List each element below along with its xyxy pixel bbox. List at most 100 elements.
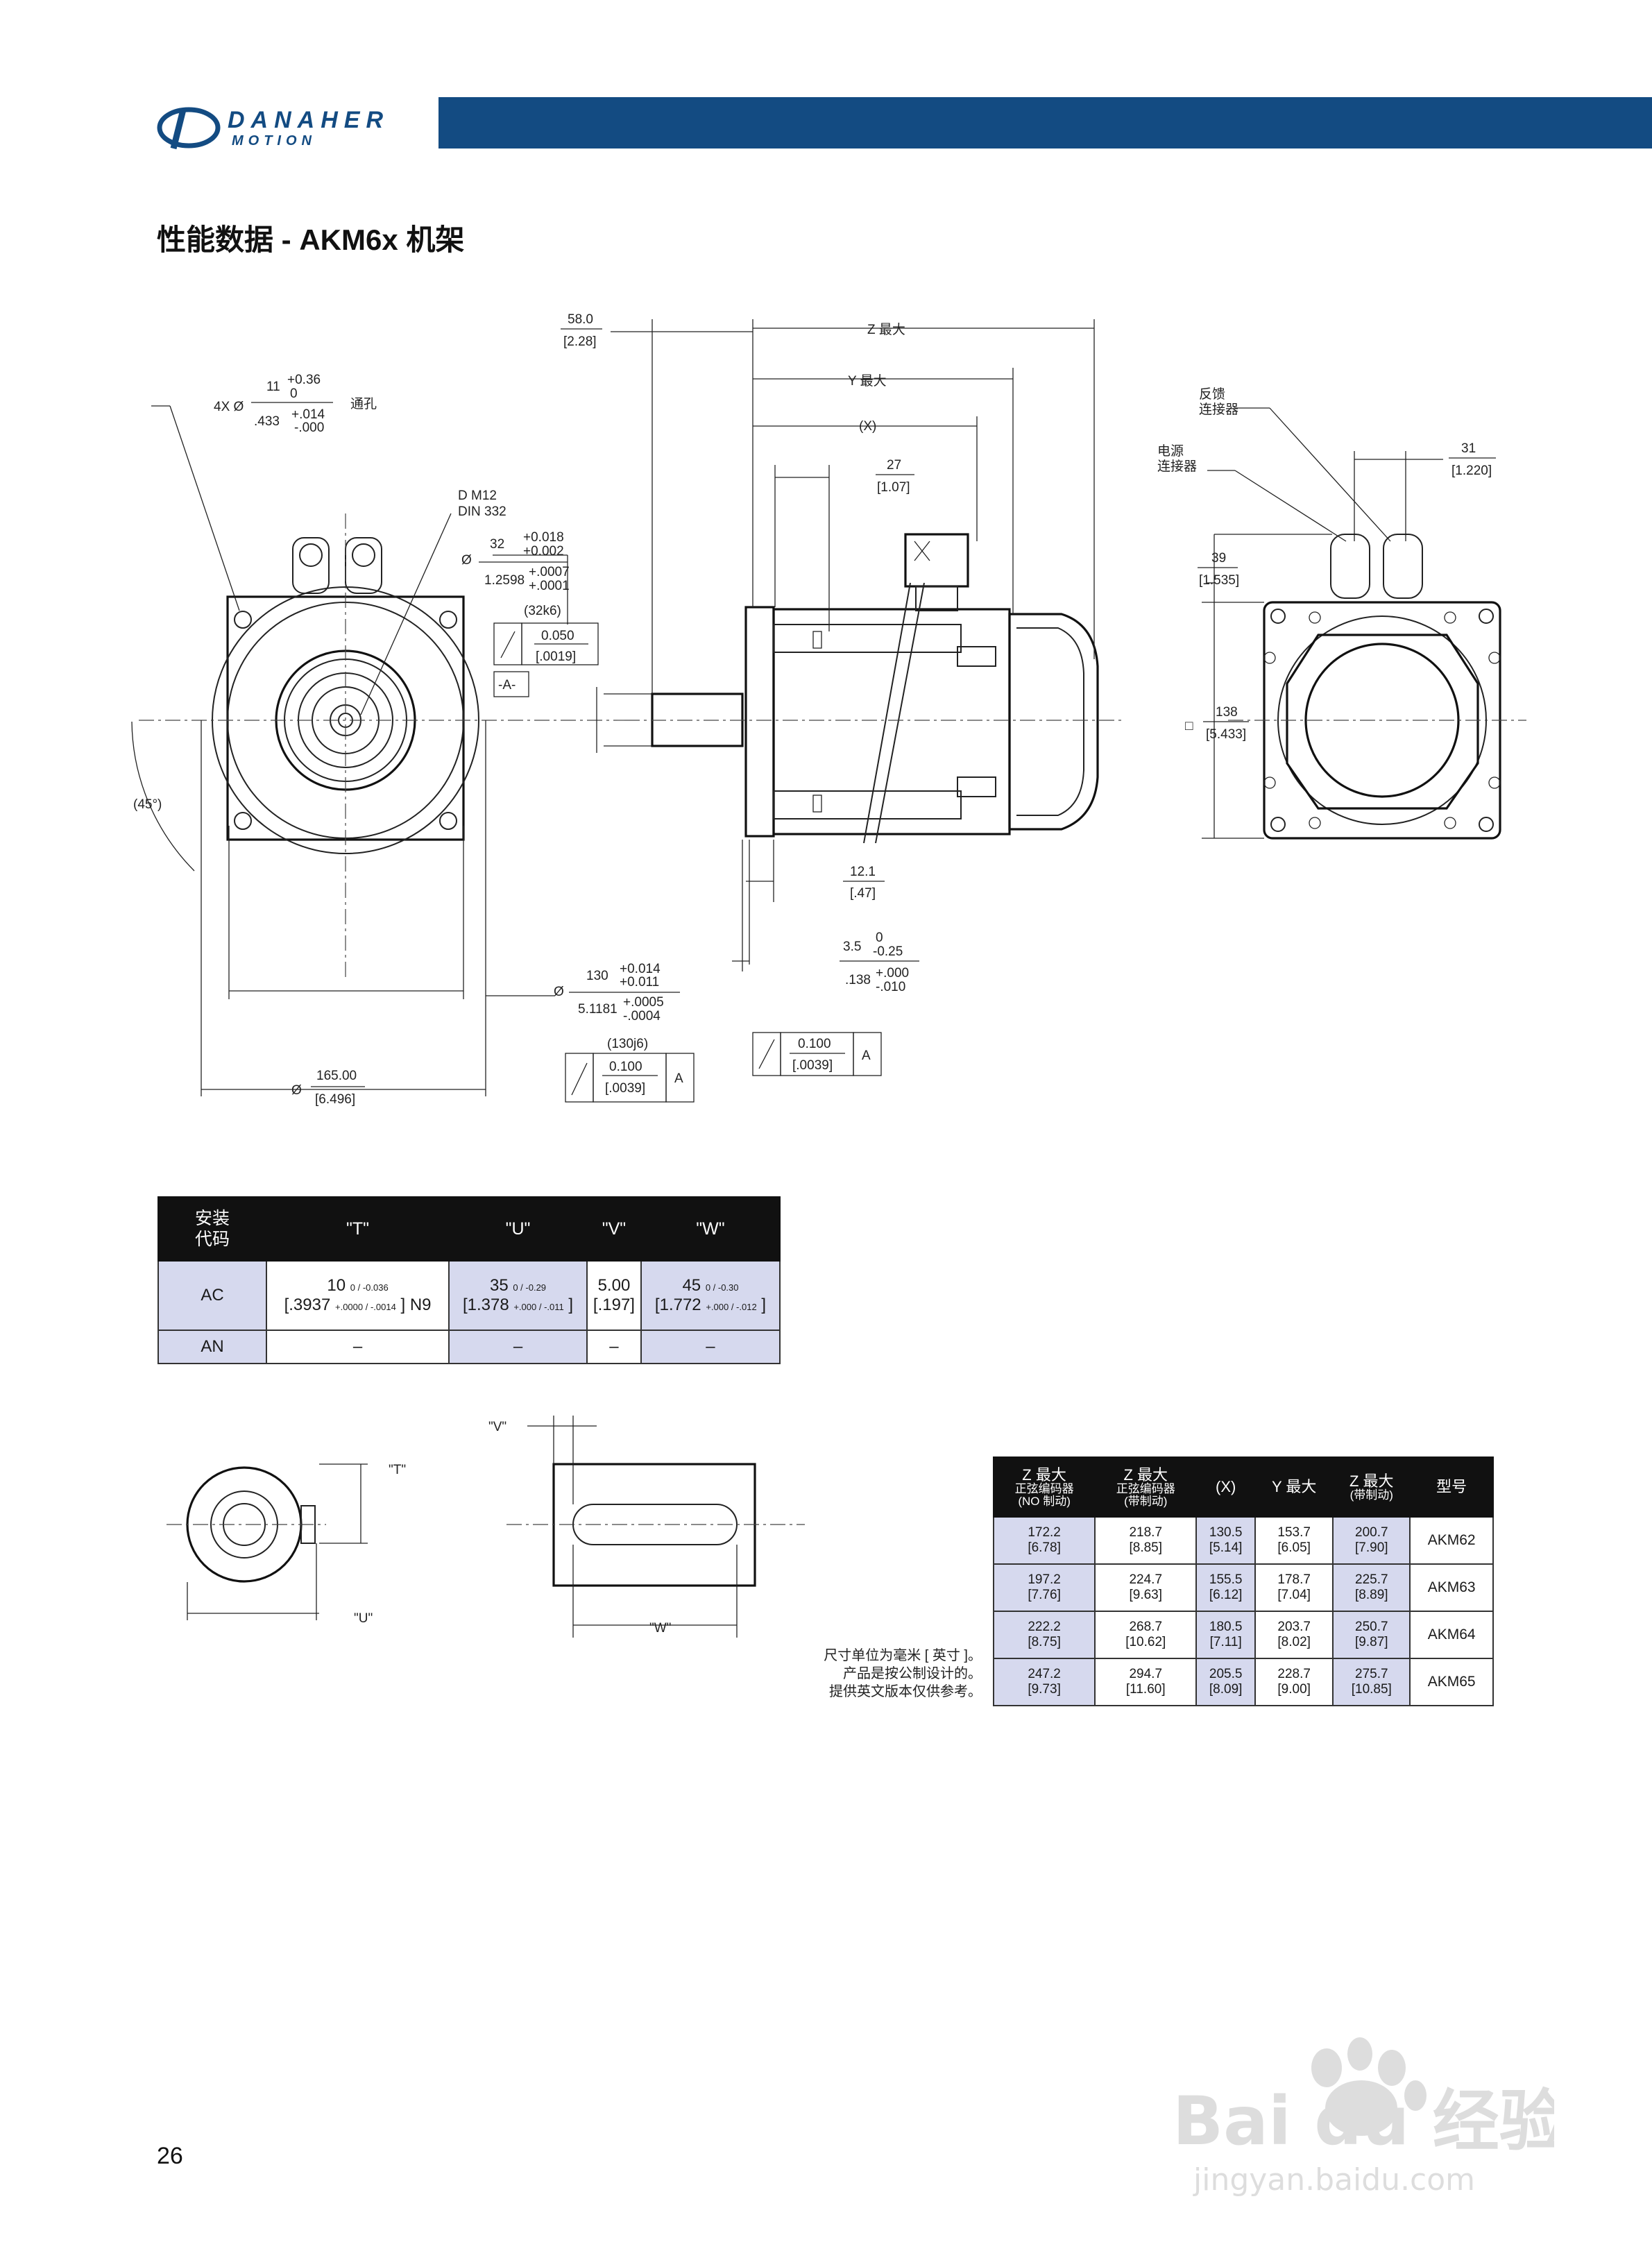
x-label: (X) [859, 419, 876, 434]
z-max-label: Z 最大 [867, 322, 905, 337]
col-header-w: "W" [640, 1196, 781, 1262]
logo-submark: MOTION [232, 133, 316, 148]
connector-height-in: [1.535] [1199, 573, 1239, 588]
pilot-fit: (130j6) [607, 1037, 648, 1051]
square-size: 138 [1216, 705, 1238, 720]
connector-offset: 27 [887, 458, 901, 473]
v-value: 5.00 [.197] [586, 1260, 642, 1331]
shaft-in-plus: +.0007 [529, 565, 570, 579]
pilot-length-tol-minus: -0.25 [873, 944, 903, 959]
col-header-model: 型号 [1409, 1457, 1494, 1518]
v-label: "V" [488, 1420, 506, 1434]
t-value: – [265, 1330, 450, 1364]
runout-in: [.0019] [536, 649, 576, 664]
bolt-circle-in: [6.496] [315, 1092, 355, 1107]
danaher-logo: DANAHER MOTION [155, 104, 419, 153]
shaft-dia-in: 1.2598 [484, 573, 525, 588]
col-header-y: Y 最大 [1254, 1457, 1334, 1518]
mounting-code-table: 安装 代码 "T" "U" "V" "W" AC 10 0 / -0.036 [… [157, 1196, 781, 1364]
col-header-t: "T" [265, 1196, 450, 1262]
datum-a: -A- [498, 678, 516, 693]
shaft-tol-plus: +0.018 [523, 530, 564, 545]
pilot-tol-minus: +0.011 [620, 975, 659, 990]
mount-code-an: AN [157, 1330, 267, 1364]
t-label: "T" [389, 1463, 406, 1477]
model-cell: AKM62 [1409, 1516, 1494, 1565]
baidu-watermark: Bai du 经验 jingyan.baidu.com [1173, 2037, 1554, 2198]
runout-mm: 0.050 [541, 629, 574, 643]
flange-thickness-in: [.47] [850, 886, 876, 901]
flange-thickness: 12.1 [850, 865, 876, 879]
pilot-length-in-minus: -.010 [876, 980, 905, 994]
connector-spacing-in: [1.220] [1451, 464, 1492, 478]
pilot-dia-symbol: Ø [554, 985, 564, 999]
danaher-logo-icon [157, 107, 221, 150]
page-title: 性能数据 - AKM6x 机架 [157, 223, 465, 256]
feedback-label-2: 连接器 [1199, 402, 1238, 417]
u-value: – [448, 1330, 588, 1364]
face-runout-mm: 0.100 [798, 1037, 831, 1051]
pilot-runout-mm: 0.100 [609, 1060, 642, 1074]
col-header-u: "U" [448, 1196, 588, 1262]
pilot-dia: 130 [586, 969, 608, 983]
shaft-length-in: [2.28] [563, 334, 597, 349]
w-value: – [640, 1330, 781, 1364]
watermark-url: jingyan.baidu.com [1193, 2162, 1475, 2198]
shaft-dia-symbol: Ø [461, 553, 472, 568]
hole-in-plus: +.014 [291, 407, 325, 422]
table-row: 197.2[7.76] 224.7[9.63] 155.5[6.12] 178.… [992, 1563, 1494, 1612]
pilot-in-plus: +.0005 [623, 995, 664, 1010]
table-row: 172.2[6.78] 218.7[8.85] 130.5[5.14] 153.… [992, 1516, 1494, 1565]
model-cell: AKM64 [1409, 1611, 1494, 1659]
col-header-z2: Z 最大(带制动) [1332, 1457, 1411, 1518]
connector-spacing: 31 [1461, 441, 1476, 456]
face-runout-in: [.0039] [792, 1058, 833, 1073]
pilot-tol-plus: +0.014 [620, 962, 661, 976]
w-label: "W" [649, 1621, 671, 1636]
angle-label: (45°) [133, 797, 162, 812]
hole-count-label: 4X Ø [214, 400, 244, 414]
logo-wordmark: DANAHER [228, 107, 389, 133]
pilot-runout-in: [.0039] [605, 1081, 645, 1096]
side-view: 58.0 [2.28] Z 最大 Y 最大 (X) 27 [1.07] 12.1… [561, 312, 1124, 1076]
pilot-dia-in: 5.1181 [578, 1002, 618, 1017]
power-label-2: 连接器 [1157, 459, 1197, 474]
shaft-fit: (32k6) [524, 604, 561, 618]
table-row: 247.2[9.73] 294.7[11.60] 205.5[8.09] 228… [992, 1658, 1494, 1706]
connector-height: 39 [1211, 551, 1226, 566]
col-header-code: 安装 代码 [157, 1196, 267, 1262]
table-row: 222.2[8.75] 268.7[10.62] 180.5[7.11] 203… [992, 1611, 1494, 1659]
shaft-in-minus: +.0001 [529, 579, 570, 593]
pilot-length-in: .138 [845, 973, 871, 987]
table-row: AN – – – – [157, 1330, 781, 1364]
u-label: "U" [354, 1611, 373, 1626]
thread-spec: D M12 [458, 489, 497, 503]
front-view: 4X Ø 11 +0.36 0 .433 +.014 -.000 通孔 D M1… [131, 373, 695, 1107]
pilot-datum: A [674, 1071, 683, 1086]
hole-dim: 11 [266, 380, 280, 394]
paw-icon [1311, 2037, 1427, 2136]
thread-standard: DIN 332 [458, 504, 506, 519]
shaft-tol-minus: +0.002 [523, 544, 564, 559]
bolt-circle-symbol: Ø [291, 1083, 302, 1098]
shaft-detail: "T" "U" "V" "W" [167, 1416, 805, 1638]
face-datum: A [862, 1048, 871, 1063]
hole-dim-in: .433 [254, 414, 280, 429]
col-header-x: (X) [1195, 1457, 1256, 1518]
model-dimension-table: Z 最大正弦编码器(NO 制动) Z 最大正弦编码器(带制动) (X) Y 最大… [992, 1457, 1494, 1706]
bolt-circle: 165.00 [316, 1069, 357, 1083]
w-value: 45 0 / -0.30 [1.772 +.000 / -.012 ] [640, 1260, 781, 1331]
model-cell: AKM65 [1409, 1658, 1494, 1706]
pilot-in-minus: -.0004 [623, 1009, 661, 1024]
square-symbol: □ [1185, 719, 1193, 733]
hole-tol-plus: +0.36 [287, 373, 321, 387]
col-header-z-brake: Z 最大正弦编码器(带制动) [1094, 1457, 1198, 1518]
page-number: 26 [157, 2143, 183, 2169]
t-value: 10 0 / -0.036 [.3937 +.0000 / -.0014 ] N… [265, 1260, 450, 1331]
y-max-label: Y 最大 [848, 373, 887, 389]
feedback-label-1: 反馈 [1199, 387, 1225, 402]
rear-view: 反馈 连接器 电源 连接器 31 [1.220] 39 [1.535] □ 13… [1157, 387, 1526, 840]
shaft-length: 58.0 [568, 312, 593, 327]
pilot-length: 3.5 [843, 940, 861, 954]
